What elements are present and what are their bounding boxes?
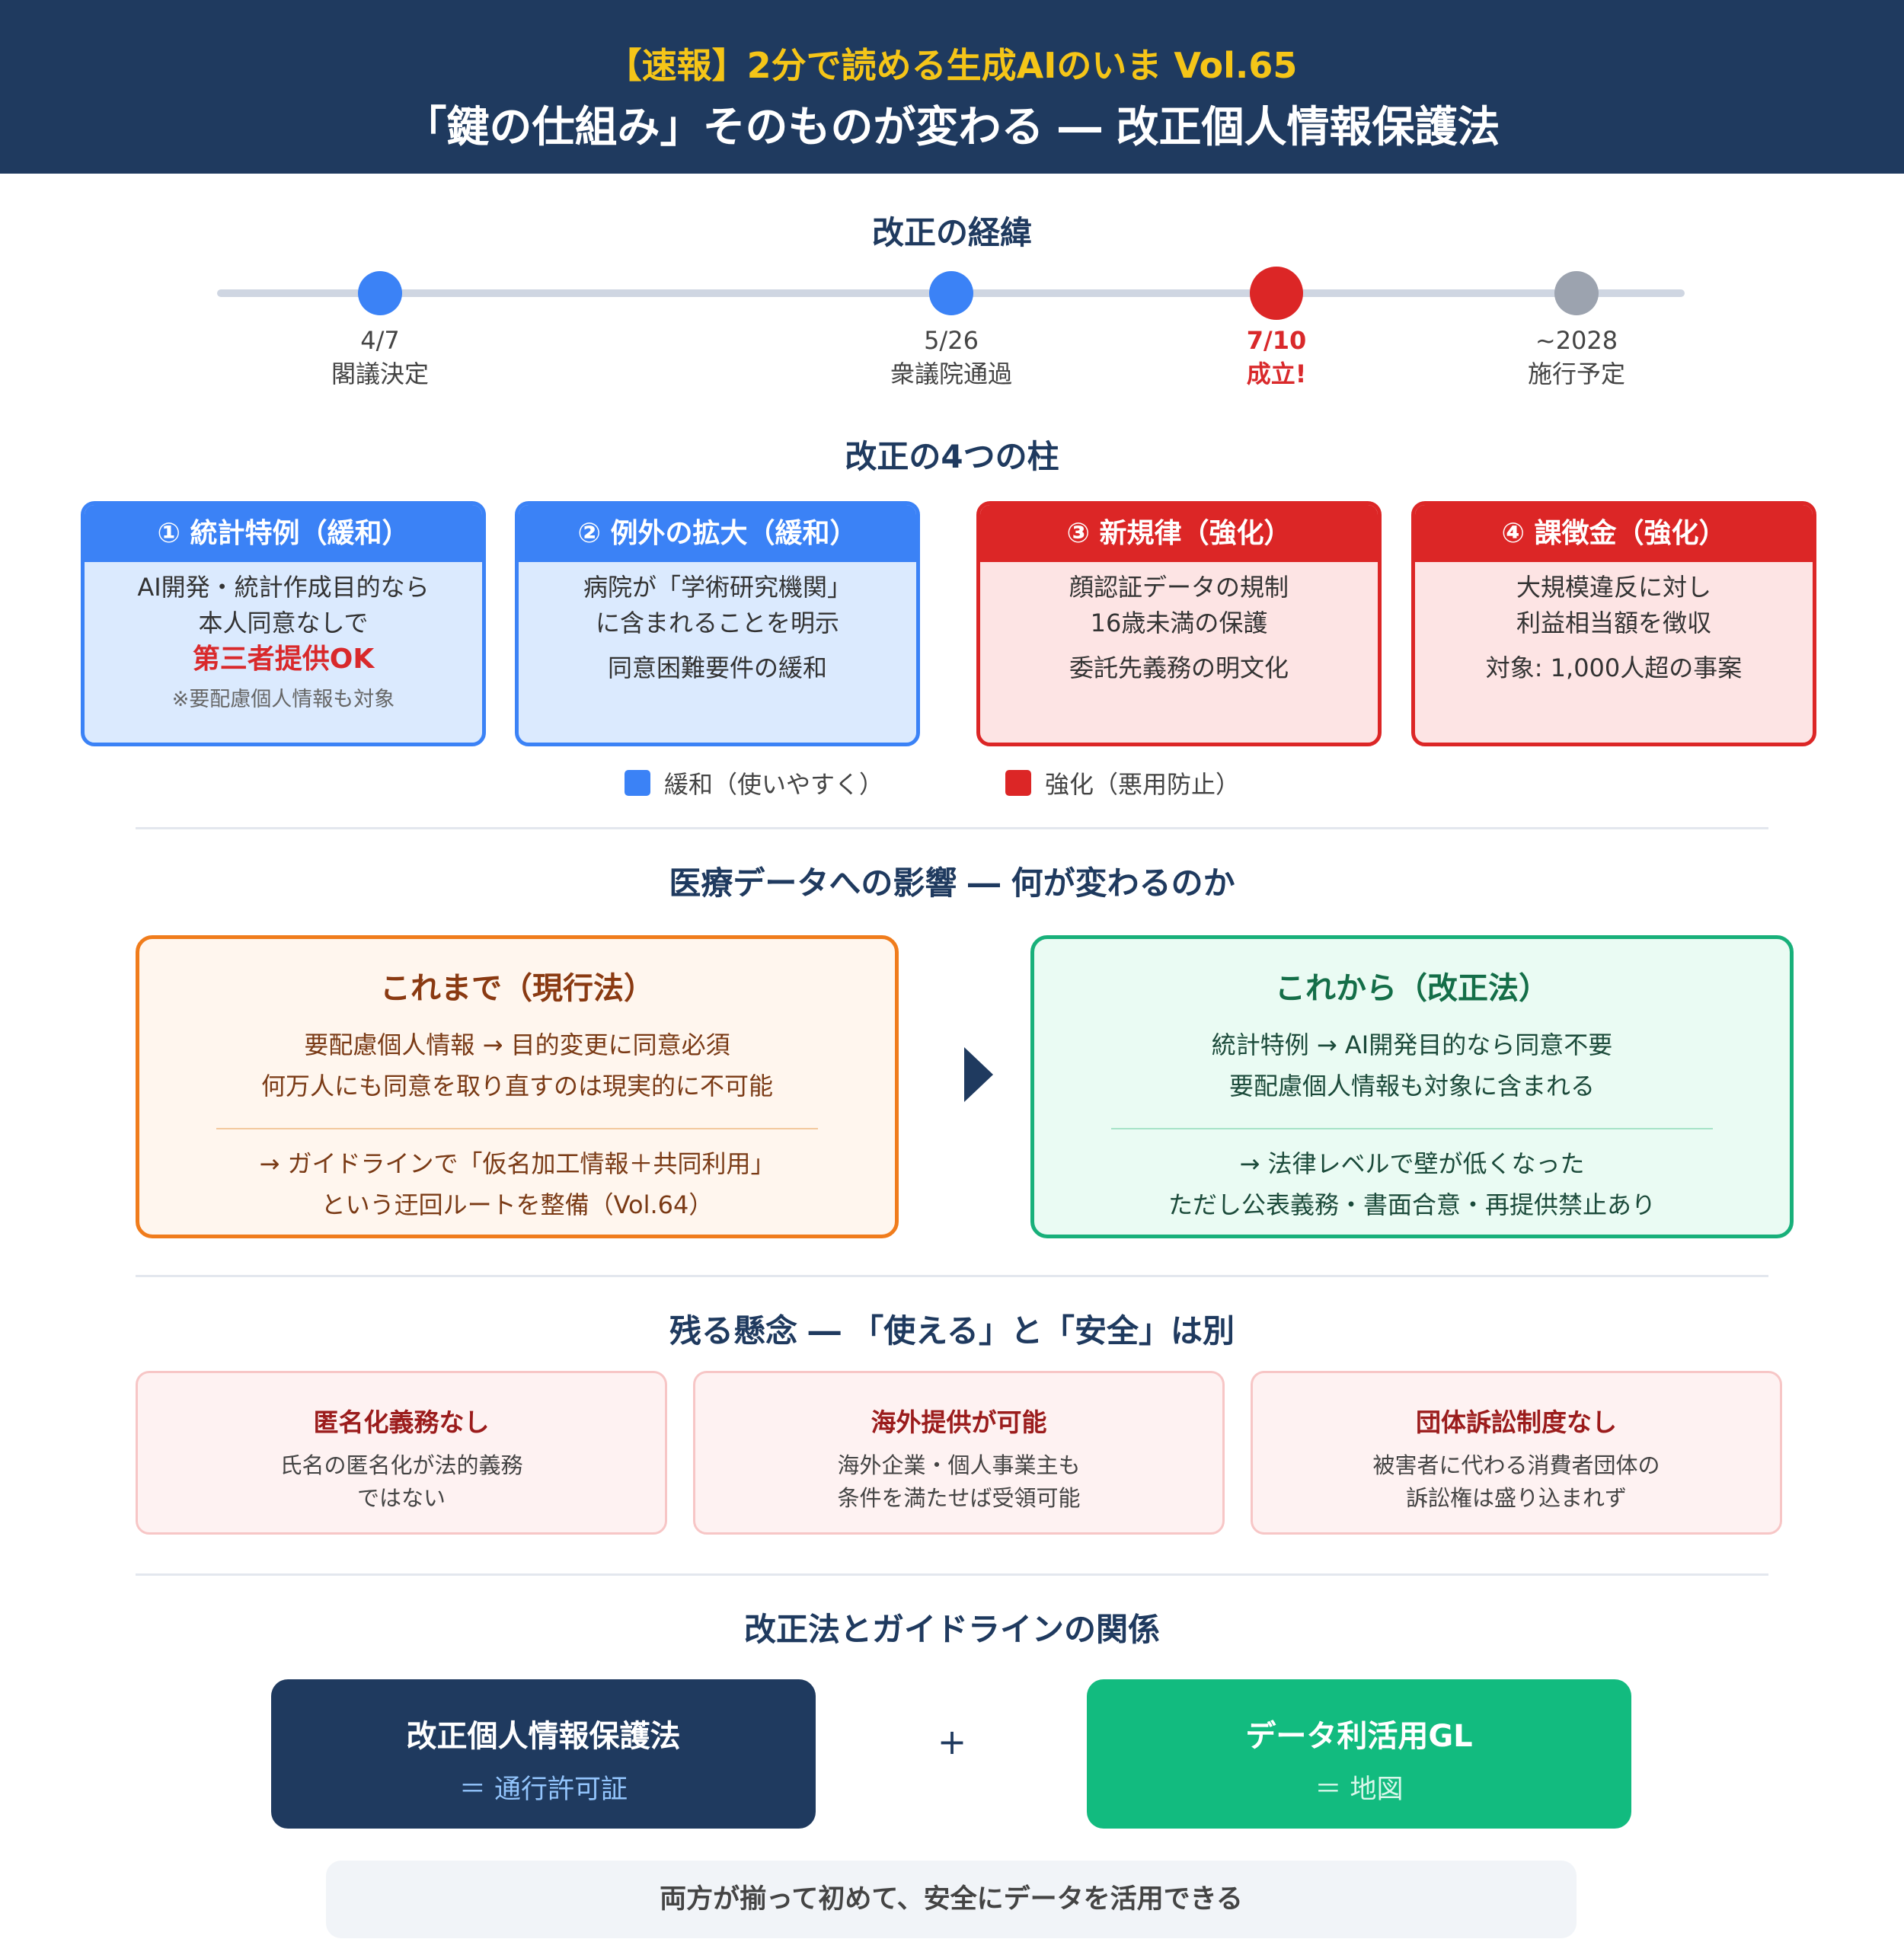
concern-overseas-transfer: 海外提供が可能 海外企業・個人事業主も 条件を満たせば受領可能 bbox=[693, 1371, 1225, 1535]
impact-line: ただし公表義務・書面合意・再提供禁止あり bbox=[1168, 1190, 1656, 1219]
timeline-title: 改正の経緯 bbox=[871, 214, 1032, 251]
pillar-new-rules: ③ 新規律（強化） 顔認証データの規制 16歳未満の保護 委託先義務の明文化 bbox=[976, 501, 1382, 746]
impact-line: → 法律レベルで壁が低くなった bbox=[1239, 1149, 1585, 1178]
section-divider bbox=[136, 1275, 1768, 1277]
concern-line: ではない bbox=[356, 1485, 446, 1511]
concern-line: 被害者に代わる消費者団体の bbox=[1372, 1452, 1660, 1478]
timeline-event-2: 5/26 衆議院通過 bbox=[837, 324, 1065, 391]
pillar-line: 16歳未満の保護 bbox=[1090, 609, 1268, 637]
pillar-line: 大規模違反に対し bbox=[1516, 573, 1711, 602]
impact-before-box: これまで（現行法） 要配慮個人情報 → 目的変更に同意必須 何万人にも同意を取り… bbox=[136, 935, 899, 1238]
concern-line: 海外企業・個人事業主も bbox=[837, 1452, 1081, 1478]
pillar-surcharge: ④ 課徴金（強化） 大規模違反に対し 利益相当額を徴収 対象: 1,000人超の… bbox=[1411, 501, 1816, 746]
legend-relax-swatch bbox=[625, 770, 650, 796]
header-title: 「鍵の仕組み」そのものが変わる ― 改正個人情報保護法 bbox=[404, 103, 1500, 152]
concern-class-action: 団体訴訟制度なし 被害者に代わる消費者団体の 訴訟権は盛り込まれず bbox=[1251, 1371, 1782, 1535]
pillar-statistics-exception: ① 統計特例（緩和） AI開発・統計作成目的なら 本人同意なしで 第三者提供OK… bbox=[81, 501, 486, 746]
header-banner: 【速報】2分で読める生成AIのいま Vol.65 「鍵の仕組み」そのものが変わる… bbox=[0, 0, 1904, 174]
timeline-event-1: 4/7 閣議決定 bbox=[266, 324, 494, 391]
law-box: 改正個人情報保護法 ＝ 通行許可証 bbox=[271, 1679, 816, 1829]
timeline-event-date: 4/7 bbox=[360, 326, 400, 355]
pillar-line: 利益相当額を徴収 bbox=[1516, 609, 1711, 637]
plus-icon: + bbox=[937, 1721, 967, 1762]
law-title: 改正個人情報保護法 bbox=[406, 1719, 681, 1754]
pillar-line: 病院が「学術研究機関」 bbox=[583, 573, 851, 602]
concern-line: 訴訟権は盛り込まれず bbox=[1405, 1485, 1627, 1511]
pillar-note: ※要配慮個人情報も対象 bbox=[171, 688, 395, 711]
impact-line: 統計特例 → AI開発目的なら同意不要 bbox=[1211, 1030, 1613, 1059]
pillars-title: 改正の4つの柱 bbox=[845, 438, 1059, 475]
guideline-box: データ利活用GL ＝ 地図 bbox=[1087, 1679, 1631, 1829]
impact-line: 要配慮個人情報も対象に含まれる bbox=[1228, 1072, 1595, 1100]
concern-line: 氏名の匿名化が法的義務 bbox=[280, 1452, 523, 1478]
impact-after-title: これから（改正法） bbox=[1275, 971, 1549, 1006]
pillar-title: ① 統計特例（緩和） bbox=[85, 505, 482, 562]
timeline-dot-1 bbox=[358, 271, 402, 315]
timeline-dot-3 bbox=[1250, 267, 1303, 320]
timeline-event-3: 7/10 成立! bbox=[1162, 324, 1391, 391]
concern-title: 匿名化義務なし bbox=[313, 1407, 490, 1437]
pillar-title: ② 例外の拡大（緩和） bbox=[519, 505, 916, 562]
impact-separator bbox=[216, 1128, 818, 1129]
impact-line: → ガイドラインで「仮名加工情報＋共同利用」 bbox=[259, 1149, 775, 1178]
timeline-event-date: 5/26 bbox=[924, 326, 979, 355]
concern-title: 団体訴訟制度なし bbox=[1416, 1407, 1617, 1437]
timeline-event-date: 7/10 bbox=[1246, 326, 1307, 355]
relation-title: 改正法とガイドラインの関係 bbox=[743, 1611, 1160, 1648]
pillar-line: 対象: 1,000人超の事案 bbox=[1485, 653, 1743, 682]
concern-anonymization: 匿名化義務なし 氏名の匿名化が法的義務 ではない bbox=[136, 1371, 667, 1535]
timeline-event-date: ~2028 bbox=[1535, 326, 1618, 355]
pillar-line: AI開発・統計作成目的なら bbox=[137, 573, 430, 602]
impact-before-title: これまで（現行法） bbox=[380, 971, 654, 1006]
concerns-title: 残る懸念 ― 「使える」と「安全」は別 bbox=[669, 1312, 1235, 1350]
section-divider bbox=[136, 827, 1768, 829]
pillar-exception-expansion: ② 例外の拡大（緩和） 病院が「学術研究機関」 に含まれることを明示 同意困難要… bbox=[515, 501, 920, 746]
pillar-title: ③ 新規律（強化） bbox=[980, 505, 1378, 562]
timeline-dot-4 bbox=[1554, 271, 1599, 315]
timeline-event-label: 施行予定 bbox=[1527, 359, 1625, 388]
timeline-event-4: ~2028 施行予定 bbox=[1462, 324, 1691, 391]
legend-strengthen-label: 強化（悪用防止） bbox=[1045, 770, 1241, 799]
concern-title: 海外提供が可能 bbox=[871, 1407, 1047, 1437]
impact-separator bbox=[1111, 1128, 1713, 1129]
section-divider bbox=[136, 1573, 1768, 1576]
conclusion-banner: 両方が揃って初めて、安全にデータを活用できる bbox=[326, 1861, 1577, 1938]
pillar-line: 本人同意なしで bbox=[198, 609, 369, 637]
pillar-line: 顔認証データの規制 bbox=[1069, 573, 1289, 602]
arrow-right-icon bbox=[964, 1047, 993, 1102]
law-subtitle: ＝ 通行許可証 bbox=[458, 1774, 628, 1805]
impact-line: 要配慮個人情報 → 目的変更に同意必須 bbox=[304, 1030, 730, 1059]
legend-strengthen-swatch bbox=[1005, 770, 1031, 796]
impact-line: という迂回ルートを整備（Vol.64） bbox=[321, 1190, 714, 1219]
pillar-title: ④ 課徴金（強化） bbox=[1415, 505, 1813, 562]
concern-line: 条件を満たせば受領可能 bbox=[837, 1485, 1081, 1511]
impact-after-box: これから（改正法） 統計特例 → AI開発目的なら同意不要 要配慮個人情報も対象… bbox=[1030, 935, 1794, 1238]
pillar-line: に含まれることを明示 bbox=[595, 609, 839, 637]
pillar-line: 同意困難要件の緩和 bbox=[607, 653, 827, 682]
timeline-dot-2 bbox=[929, 271, 973, 315]
timeline-event-label: 閣議決定 bbox=[331, 359, 429, 388]
guideline-subtitle: ＝ 地図 bbox=[1315, 1774, 1404, 1805]
pillar-emphasis: 第三者提供OK bbox=[192, 644, 375, 675]
timeline-event-label: 成立! bbox=[1246, 359, 1307, 388]
timeline-event-label: 衆議院通過 bbox=[890, 359, 1012, 388]
impact-title: 医療データへの影響 ― 何が変わるのか bbox=[669, 864, 1235, 902]
guideline-title: データ利活用GL bbox=[1245, 1719, 1473, 1754]
impact-line: 何万人にも同意を取り直すのは現実的に不可能 bbox=[260, 1072, 773, 1100]
legend-relax-label: 緩和（使いやすく） bbox=[664, 770, 884, 799]
header-subtitle: 【速報】2分で読める生成AIのいま Vol.65 bbox=[606, 45, 1298, 86]
pillar-line: 委託先義務の明文化 bbox=[1069, 653, 1289, 682]
